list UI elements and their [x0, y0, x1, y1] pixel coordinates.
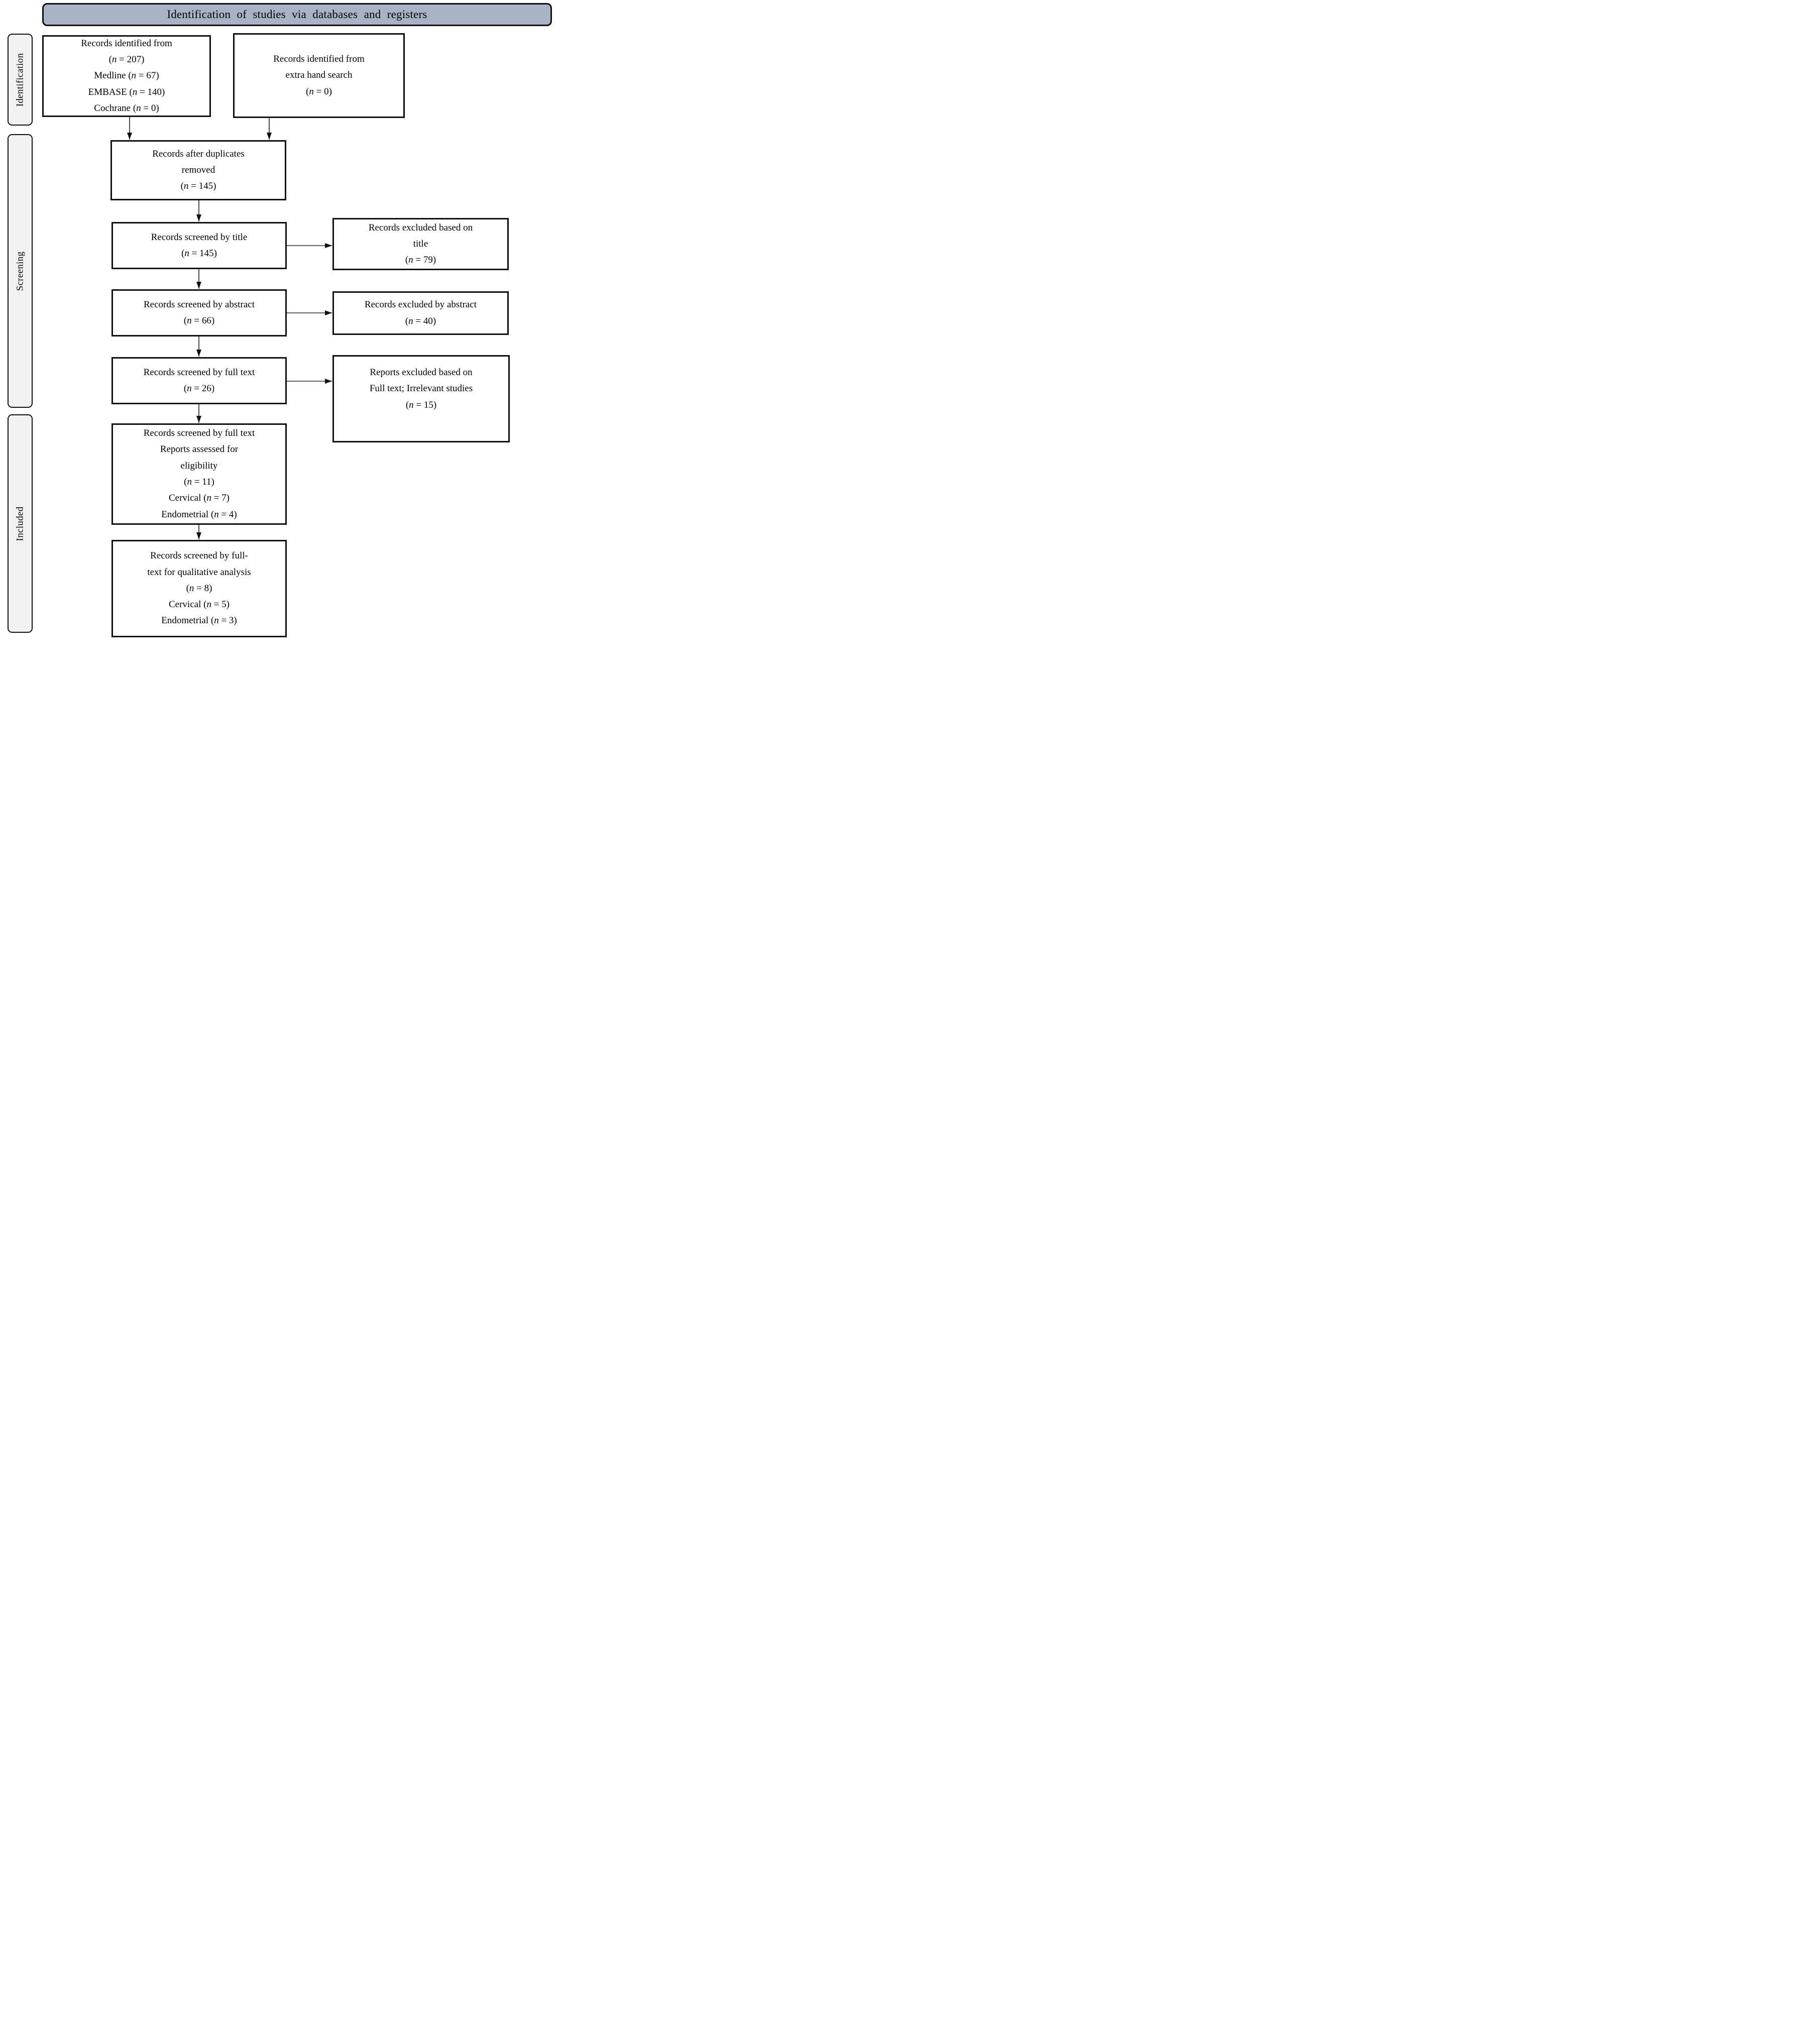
box-text-line: (n = 40): [405, 315, 436, 326]
prisma-flow-diagram: Identification of studies via databases …: [0, 0, 564, 639]
box-screened-by-title: Records screened by title (n = 145): [111, 222, 287, 269]
box-text-line: Records screened by full text: [143, 367, 255, 378]
box-text-line: removed: [181, 164, 215, 175]
box-text-line: (n = 0): [306, 86, 332, 97]
box-records-identified-databases: Records identified from (n = 207) Medline …: [42, 35, 211, 117]
box-text-line: eligibility: [180, 460, 218, 471]
box-text-line: title: [413, 238, 428, 249]
box-text-line: Full text; Irrelevant studies: [369, 383, 473, 394]
box-text-line: (n = 15): [405, 399, 437, 410]
box-text-line: (n = 8): [186, 583, 212, 594]
box-text-line: (n = 26): [183, 383, 215, 394]
box-text-line: extra hand search: [285, 70, 353, 81]
box-text-line: Medline (n = 67): [94, 70, 159, 81]
stage-label-screening: Screening: [8, 134, 33, 408]
stage-label-included: Included: [8, 414, 33, 633]
box-text-line: Reports assessed for: [160, 444, 239, 455]
stage-label-screening-text: Screening: [15, 251, 25, 291]
box-excluded-by-fulltext: Reports excluded based on Full text; Irre…: [332, 355, 510, 442]
box-text-line: Records identified from: [81, 38, 172, 49]
box-text-line: Records screened by title: [151, 232, 248, 243]
box-text-line: Endometrial (n = 4): [161, 509, 237, 520]
box-text-line: Records excluded by abstract: [364, 299, 477, 310]
box-duplicates-removed: Records after duplicates removed (n = 145): [110, 140, 286, 200]
box-excluded-by-title: Records excluded based on title (n = 79): [332, 218, 509, 270]
box-records-identified-hand-search: Records identified from extra hand search…: [233, 33, 405, 118]
diagram-title: Identification of studies via databases …: [167, 8, 427, 21]
box-text-line: Records screened by abstract: [143, 299, 255, 310]
box-excluded-by-abstract: Records excluded by abstract (n = 40): [332, 291, 509, 335]
stage-label-identification-text: Identification: [15, 53, 25, 106]
diagram-title-banner: Identification of studies via databases …: [42, 3, 552, 26]
box-text-line: Endometrial (n = 3): [161, 615, 237, 626]
box-text-line: (n = 79): [405, 255, 436, 266]
box-text-line: text for qualitative analysis: [147, 566, 251, 578]
box-text-line: Records screened by full text: [143, 428, 255, 439]
box-qualitative-analysis: Records screened by full-text for qualit…: [111, 540, 287, 637]
box-text-line: (n = 207): [108, 54, 145, 65]
stage-label-included-text: Included: [15, 506, 25, 541]
box-text-line: Records identified from: [273, 54, 365, 65]
box-text-line: Reports excluded based on: [370, 367, 473, 378]
box-text-line: Cochrane (n = 0): [94, 102, 159, 113]
box-text-line: Cervical (n = 7): [169, 493, 230, 504]
box-text-line: Records excluded based on: [368, 222, 473, 233]
box-text-line: EMBASE (n = 140): [88, 86, 165, 97]
stage-label-identification: Identification: [8, 34, 33, 126]
box-text-line: (n = 145): [181, 248, 217, 259]
box-text-line: Records screened by full-: [150, 550, 248, 561]
box-screened-by-fulltext: Records screened by full text (n = 26): [111, 357, 287, 404]
box-text-line: Cervical (n = 5): [169, 599, 230, 610]
box-text-line: (n = 66): [183, 315, 215, 326]
box-text-line: (n = 145): [180, 181, 216, 192]
box-text-line: (n = 11): [184, 477, 214, 487]
box-screened-by-abstract: Records screened by abstract (n = 66): [111, 289, 287, 336]
box-text-line: Records after duplicates: [152, 148, 245, 159]
